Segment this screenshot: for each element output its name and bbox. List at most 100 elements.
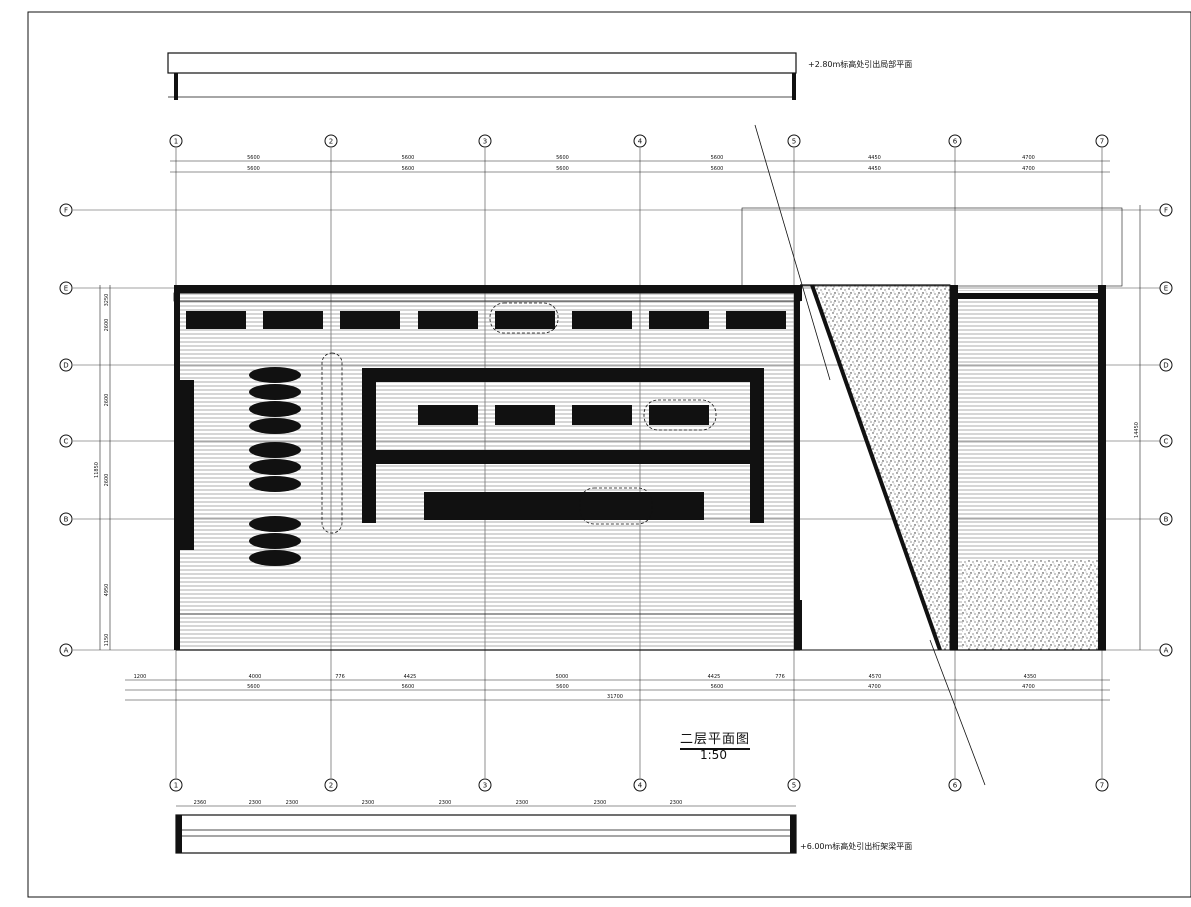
drawing-title: 二层平面图 bbox=[680, 728, 751, 750]
sheet-border bbox=[27, 11, 1191, 898]
grid-label-col: 6 bbox=[953, 782, 958, 790]
top-truss-strip bbox=[167, 52, 797, 100]
bottom-truss-strip bbox=[175, 814, 797, 854]
grid-label-row: E bbox=[1164, 285, 1168, 293]
grid-label-col: 2 bbox=[329, 782, 333, 790]
dim-top-upper: 5600 bbox=[402, 155, 415, 161]
grid-bubble-row: A bbox=[1159, 643, 1173, 657]
dim-top-upper: 5600 bbox=[711, 155, 724, 161]
grid-bubble-row: E bbox=[1159, 281, 1173, 295]
dim-bottom-lower: 5600 bbox=[402, 684, 415, 690]
grid-bubble-row: C bbox=[1159, 434, 1173, 448]
grid-bubble-row: B bbox=[59, 512, 73, 526]
grid-bubble-col: 6 bbox=[948, 778, 962, 792]
grid-bubble-col: 3 bbox=[478, 778, 492, 792]
grid-bubble-col: 3 bbox=[478, 134, 492, 148]
grid-label-col: 3 bbox=[483, 138, 487, 146]
dim-top-lower: 4450 bbox=[868, 166, 881, 172]
dim-bottom-lower: 5600 bbox=[711, 684, 724, 690]
dim-truss: 2300 bbox=[249, 800, 262, 806]
grid-label-col: 5 bbox=[792, 138, 796, 146]
dim-top-lower: 5600 bbox=[247, 166, 260, 172]
grid-label-col: 1 bbox=[174, 782, 178, 790]
grid-bubble-col: 2 bbox=[324, 134, 338, 148]
dim-left: 2600 bbox=[104, 474, 110, 487]
dim-truss: 2300 bbox=[670, 800, 683, 806]
grid-label-col: 7 bbox=[1100, 138, 1104, 146]
dim-bottom-upper: 1200 bbox=[134, 674, 147, 680]
dim-bottom-upper: 4570 bbox=[869, 674, 882, 680]
grid-label-row: A bbox=[1164, 647, 1169, 655]
grid-bubble-row: B bbox=[1159, 512, 1173, 526]
dim-truss: 2300 bbox=[286, 800, 299, 806]
dim-bottom-upper: 776 bbox=[335, 674, 345, 680]
dim-bottom-lower: 5600 bbox=[556, 684, 569, 690]
grid-label-col: 5 bbox=[792, 782, 796, 790]
grid-label-row: B bbox=[64, 516, 69, 524]
dim-left: 4950 bbox=[104, 584, 110, 597]
dim-top-upper: 4450 bbox=[868, 155, 881, 161]
dim-top-lower: 4700 bbox=[1022, 166, 1035, 172]
grid-bubble-row: F bbox=[59, 203, 73, 217]
dim-bottom-lower: 4700 bbox=[1022, 684, 1035, 690]
note-bottom-truss-plan: +6.00m标高处引出桁架梁平面 bbox=[800, 842, 913, 851]
grid-bubble-row: F bbox=[1159, 203, 1173, 217]
dim-right-total: 14450 bbox=[1134, 422, 1140, 438]
grid-label-row: C bbox=[64, 438, 69, 446]
dim-bottom-lower: 4700 bbox=[868, 684, 881, 690]
dim-bottom-upper: 4425 bbox=[708, 674, 721, 680]
dim-truss: 2300 bbox=[594, 800, 607, 806]
grid-label-row: E bbox=[64, 285, 68, 293]
grid-bubble-col: 7 bbox=[1095, 778, 1109, 792]
grid-bubble-col: 2 bbox=[324, 778, 338, 792]
grid-label-row: D bbox=[63, 362, 68, 370]
dim-truss: 2300 bbox=[516, 800, 529, 806]
grid-label-col: 7 bbox=[1100, 782, 1104, 790]
grid-label-col: 4 bbox=[638, 138, 643, 146]
grid-bubble-col: 4 bbox=[633, 134, 647, 148]
building-plan bbox=[173, 124, 1123, 786]
grid-label-row: C bbox=[1164, 438, 1169, 446]
dim-truss: 2300 bbox=[362, 800, 375, 806]
dim-bottom-upper: 4425 bbox=[404, 674, 417, 680]
dimension-lines bbox=[99, 160, 1141, 807]
dim-bottom-upper: 5000 bbox=[556, 674, 569, 680]
grid-bubble-row: D bbox=[1159, 358, 1173, 372]
grid-bubble-col: 5 bbox=[787, 778, 801, 792]
dim-left: 1150 bbox=[104, 634, 110, 647]
grid-bubble-row: A bbox=[59, 643, 73, 657]
dim-bottom-upper: 4350 bbox=[1024, 674, 1037, 680]
grid-label-row: F bbox=[1164, 207, 1168, 215]
dim-left-total: 11850 bbox=[94, 462, 100, 478]
dim-bottom-upper: 4000 bbox=[249, 674, 262, 680]
dim-top-lower: 5600 bbox=[556, 166, 569, 172]
dim-top-lower: 5600 bbox=[711, 166, 724, 172]
grid-label-row: F bbox=[64, 207, 68, 215]
dim-top-upper: 5600 bbox=[247, 155, 260, 161]
grid-label-row: D bbox=[1163, 362, 1168, 370]
dim-left: 2600 bbox=[104, 394, 110, 407]
dim-truss: 2300 bbox=[439, 800, 452, 806]
dim-bottom-total: 31700 bbox=[607, 694, 623, 700]
grid-label-row: B bbox=[1164, 516, 1169, 524]
dim-top-lower: 5600 bbox=[402, 166, 415, 172]
grid-bubble-col: 5 bbox=[787, 134, 801, 148]
dim-bottom-upper: 776 bbox=[775, 674, 785, 680]
grid-bubble-row: D bbox=[59, 358, 73, 372]
grid-label-col: 6 bbox=[953, 138, 958, 146]
drawing-scale: 1:50 bbox=[700, 748, 727, 762]
grid-label-col: 3 bbox=[483, 782, 487, 790]
grid-bubble-col: 1 bbox=[169, 134, 183, 148]
dim-top-upper: 5600 bbox=[556, 155, 569, 161]
dimension-text: 5600 5600 5600 5600 4450 4700 5600 5600 5600 5600… bbox=[94, 155, 1140, 806]
grid-label-col: 4 bbox=[638, 782, 643, 790]
grid-bubble-row: E bbox=[59, 281, 73, 295]
dim-truss: 2360 bbox=[194, 800, 207, 806]
grid-bubble-col: 1 bbox=[169, 778, 183, 792]
dim-left: 3250 bbox=[104, 294, 110, 307]
grid-bubble-col: 6 bbox=[948, 134, 962, 148]
grid-bubble-col: 4 bbox=[633, 778, 647, 792]
dim-left: 2600 bbox=[104, 319, 110, 332]
